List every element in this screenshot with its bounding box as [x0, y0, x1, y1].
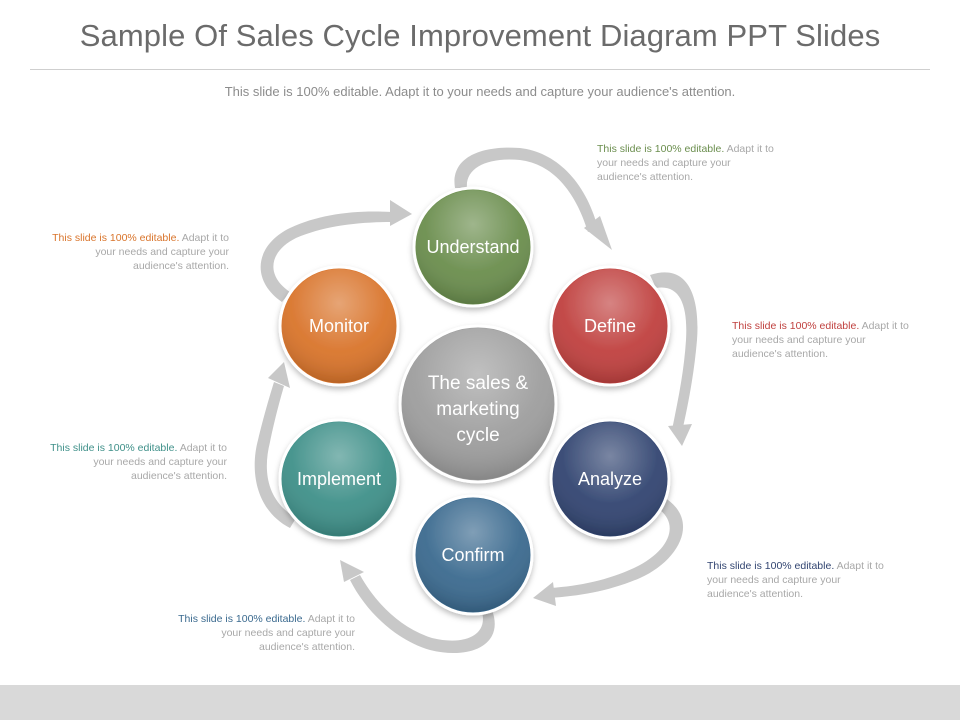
step-node-understand — [412, 186, 534, 308]
note-define-body: Adapt it to your needs and capture your … — [732, 320, 909, 360]
step-node-analyze — [549, 418, 671, 540]
note-monitor-lead: This slide is 100% editable. — [52, 232, 180, 244]
note-implement-lead: This slide is 100% editable. — [50, 442, 178, 454]
note-confirm: This slide is 100% editable. Adapt it to… — [170, 612, 355, 654]
note-monitor: This slide is 100% editable. Adapt it to… — [44, 231, 229, 273]
step-gloss-understand — [416, 190, 530, 304]
step-node-implement — [278, 418, 400, 540]
step-node-define — [549, 265, 671, 387]
step-label-monitor: Monitor — [309, 316, 369, 336]
sales-cycle-diagram: The sales & marketing cycle UnderstandDe… — [254, 147, 698, 654]
note-define-lead: This slide is 100% editable. — [732, 320, 860, 332]
note-confirm-body: Adapt it to your needs and capture your … — [221, 613, 355, 653]
footer-bar — [0, 685, 960, 720]
note-confirm-lead: This slide is 100% editable. — [178, 613, 306, 625]
title-rule — [30, 69, 930, 70]
note-understand-lead: This slide is 100% editable. — [597, 143, 725, 155]
note-analyze: This slide is 100% editable. Adapt it to… — [707, 559, 892, 601]
step-gloss-confirm — [416, 498, 530, 612]
note-understand: This slide is 100% editable. Adapt it to… — [597, 142, 782, 184]
step-gloss-monitor — [282, 269, 396, 383]
center-label-line-2: marketing — [436, 399, 519, 420]
step-gloss-implement — [282, 422, 396, 536]
arrow-define-to-analyze — [650, 272, 698, 446]
step-label-implement: Implement — [297, 469, 381, 489]
note-define: This slide is 100% editable. Adapt it to… — [732, 319, 917, 361]
step-node-confirm — [412, 494, 534, 616]
slide-subtitle: This slide is 100% editable. Adapt it to… — [224, 84, 736, 99]
note-understand-body: Adapt it to your needs and capture your … — [597, 143, 774, 183]
step-gloss-define — [553, 269, 667, 383]
arrow-understand-to-define — [454, 147, 612, 250]
center-label-line-1: The sales & — [428, 373, 529, 394]
step-label-understand: Understand — [426, 237, 519, 257]
note-analyze-body: Adapt it to your needs and capture your … — [707, 560, 884, 600]
note-monitor-body: Adapt it to your needs and capture your … — [95, 232, 229, 272]
arrow-monitor-to-understand — [260, 200, 412, 302]
note-implement: This slide is 100% editable. Adapt it to… — [42, 441, 227, 483]
note-implement-body: Adapt it to your needs and capture your … — [93, 442, 227, 482]
arrow-implement-to-monitor — [254, 362, 296, 528]
arrow-confirm-to-implement — [340, 560, 495, 654]
step-gloss-analyze — [553, 422, 667, 536]
arrow-analyze-to-confirm — [533, 498, 684, 606]
step-node-monitor — [278, 265, 400, 387]
step-label-define: Define — [584, 316, 636, 336]
step-label-analyze: Analyze — [578, 469, 642, 489]
step-label-confirm: Confirm — [441, 545, 504, 565]
cycle-arrows — [254, 147, 698, 654]
center-label-line-3: cycle — [456, 425, 499, 446]
note-analyze-lead: This slide is 100% editable. — [707, 560, 835, 572]
slide-title: Sample Of Sales Cycle Improvement Diagra… — [79, 18, 881, 53]
center-circle — [398, 324, 558, 484]
